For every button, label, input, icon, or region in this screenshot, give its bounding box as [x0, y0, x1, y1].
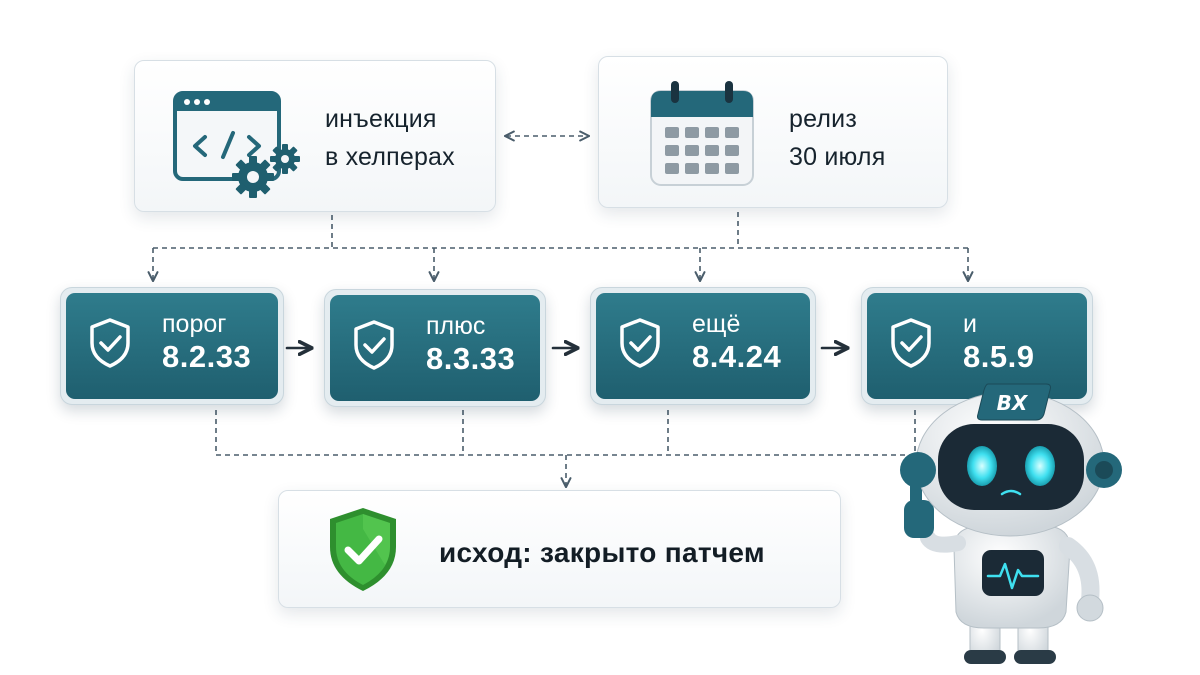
version-word: плюс	[426, 312, 486, 340]
shield-check-icon	[354, 320, 394, 370]
version-text-3: ещё 8.4.24	[692, 309, 781, 375]
robot-badge: BX	[997, 391, 1029, 415]
robot-mascot: BX	[900, 383, 1122, 664]
outcome-card: исход: закрыто патчем	[278, 490, 841, 608]
injection-line2: в хелперах	[325, 143, 455, 171]
version-number: 8.3.33	[426, 341, 516, 376]
code-window-gears-icon	[173, 91, 300, 198]
version-text-1: порог 8.2.33	[162, 309, 251, 375]
release-line1: релиз	[789, 105, 857, 133]
version-text-4: и 8.5.9	[963, 309, 1034, 375]
version-number: 8.4.24	[692, 339, 782, 374]
green-shield-check-icon	[330, 508, 396, 591]
outcome-label: исход: закрыто патчем	[439, 537, 765, 568]
version-box-3: ещё 8.4.24	[590, 287, 816, 405]
version-word: порог	[162, 310, 227, 338]
version-box-2: плюс 8.3.33	[324, 289, 546, 407]
injection-label: инъекция в хелперах	[325, 100, 455, 176]
version-text-2: плюс 8.3.33	[426, 311, 515, 377]
release-card: релиз 30 июля	[598, 56, 948, 208]
injection-card: инъекция в хелперах	[134, 60, 496, 212]
heartbeat-icon	[986, 562, 1040, 590]
version-number: 8.2.33	[162, 339, 252, 374]
version-number: 8.5.9	[963, 339, 1035, 374]
calendar-icon	[650, 81, 754, 186]
injection-line1: инъекция	[325, 105, 437, 133]
version-box-1: порог 8.2.33	[60, 287, 284, 405]
version-word: и	[963, 310, 977, 338]
release-label: релиз 30 июля	[789, 100, 885, 176]
shield-check-icon	[891, 318, 931, 368]
shield-check-icon	[90, 318, 130, 368]
version-box-4: и 8.5.9	[861, 287, 1093, 405]
release-line2: 30 июля	[789, 143, 886, 171]
shield-check-icon	[620, 318, 660, 368]
version-word: ещё	[692, 310, 741, 338]
